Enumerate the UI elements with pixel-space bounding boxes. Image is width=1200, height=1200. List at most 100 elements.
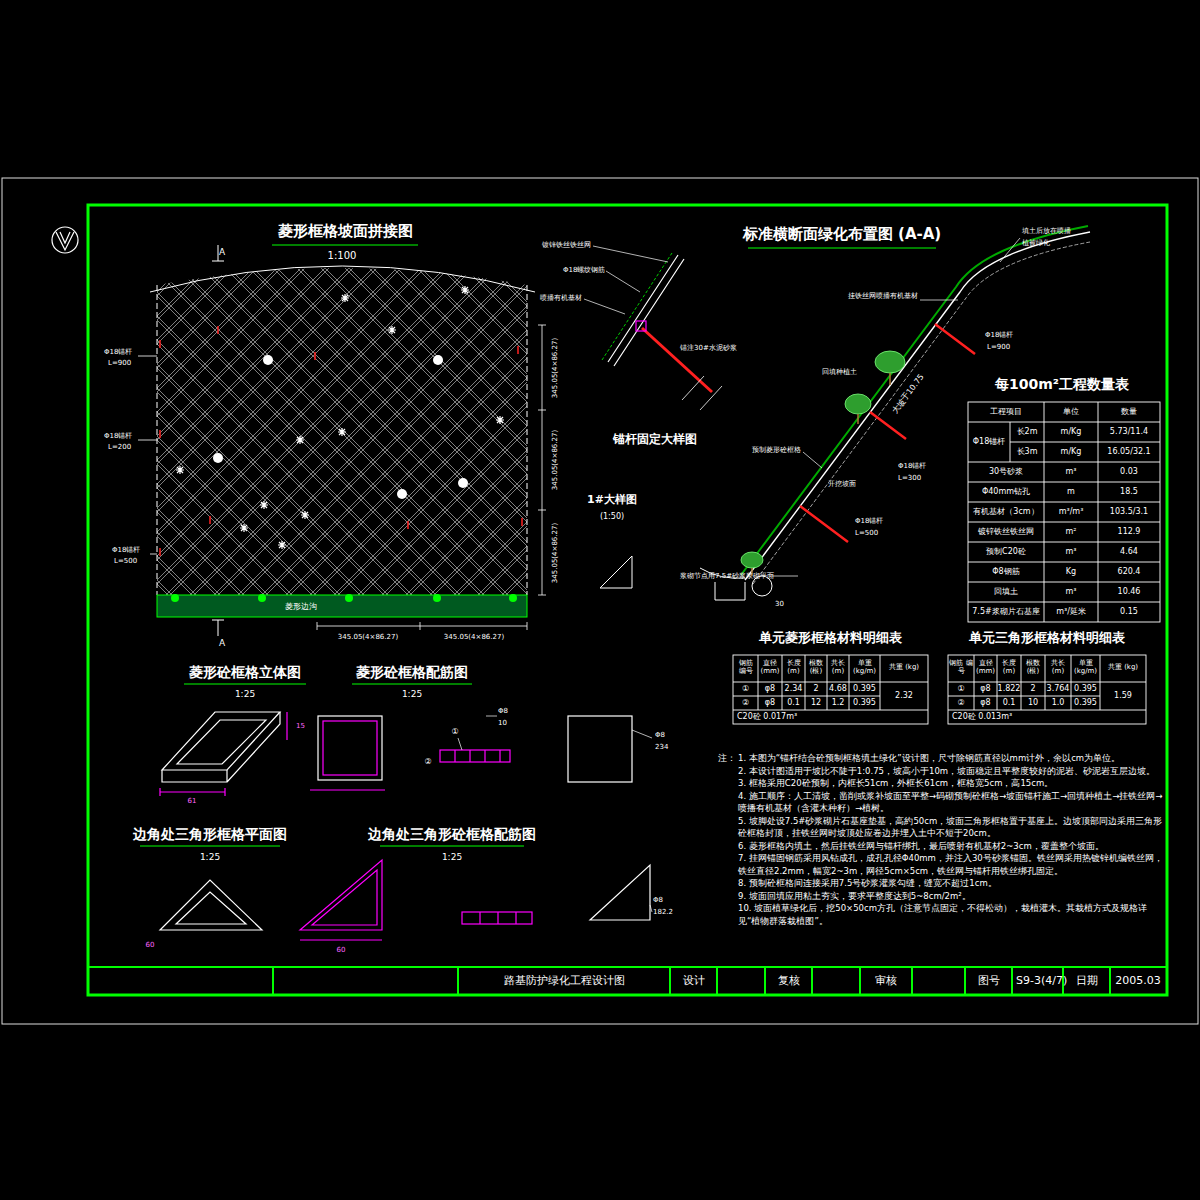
notes-heading: 注： xyxy=(718,753,736,763)
scale-label: (1:50) xyxy=(600,512,624,521)
callout-label: Φ8 xyxy=(655,731,665,739)
note-text: 2. 本设计图适用于坡比不陡于1:0.75，坡高小于10m，坡面稳定且平整度较好… xyxy=(738,765,1163,778)
callout-label: Φ18锚杆 xyxy=(104,432,132,440)
table-cell: 10 xyxy=(1028,698,1038,707)
table-cell: 预制C20砼 xyxy=(986,547,1026,556)
table-cell: 1.822 xyxy=(998,684,1021,693)
table-cell: 620.4 xyxy=(1118,567,1141,576)
callout-label: 234 xyxy=(655,743,668,751)
dimension-label: 60 xyxy=(146,941,155,949)
title-block-text: S9-3(4/7) xyxy=(1016,974,1067,987)
table-cell: 18.5 xyxy=(1120,487,1138,496)
title-block-cell: 路基防护绿化工程设计图 xyxy=(458,967,670,994)
note-text: 8. 预制砼框格间连接采用7.5号砂浆灌浆勾缝，缝宽不超过1cm。 xyxy=(738,877,1163,890)
table-cell: 112.9 xyxy=(1118,527,1141,536)
table-cell: 回填土 xyxy=(994,587,1018,596)
table-cell: φ8 xyxy=(980,684,990,693)
table-cell: 16.05/32.1 xyxy=(1107,447,1150,456)
band-label: 菱形边沟 xyxy=(285,601,317,612)
dimension-label: 30 xyxy=(775,600,784,608)
drawing-title: 标准横断面绿化布置图 (A-A) xyxy=(743,226,941,243)
callout-label: 10 xyxy=(498,719,507,727)
scale-label: 1:25 xyxy=(200,852,220,862)
table-cell: 镀锌铁丝铁丝网 xyxy=(978,527,1034,536)
callout-label: L=300 xyxy=(898,474,921,482)
table-header: 直径 (mm) xyxy=(975,660,996,675)
callout-label: L=500 xyxy=(855,529,878,537)
note-text: 1. 本图为“锚杆结合砼预制框格填土绿化”设计图，尺寸除钢筋直径以mm计外，余以… xyxy=(738,752,1163,765)
table-cell: 12 xyxy=(811,698,821,707)
callout-label: Φ8 xyxy=(653,896,663,904)
table-cell: 4.68 xyxy=(829,684,847,693)
table-header: 钢筋 编号 xyxy=(949,660,973,675)
table-cell: m/Kg xyxy=(1061,447,1082,456)
callout-label: 植被绿化 xyxy=(1022,239,1050,247)
table-cell: Kg xyxy=(1066,567,1076,576)
callout-label: L=500 xyxy=(114,557,137,565)
title-block-cell: 审核 xyxy=(860,967,912,994)
note-text: 10. 坡面植草绿化后，挖50×50cm方孔（注意节点固定，不得松动），栽植灌木… xyxy=(738,902,1163,927)
drawing-title: 1#大样图 xyxy=(587,494,637,507)
callout-label: Φ18锚杆 xyxy=(985,331,1013,339)
table-cell: 103.5/3.1 xyxy=(1110,507,1148,516)
callout-label: 挂铁丝网喷播有机基材 xyxy=(848,292,918,300)
dimension-label: 345.05(4×86.27) xyxy=(551,430,559,490)
table-header: 共长 (m) xyxy=(1046,660,1070,675)
table-cell: 0.395 xyxy=(1074,698,1097,707)
callout-label: A xyxy=(219,638,225,648)
drawing-title: 菱形砼框格配筋图 xyxy=(356,664,468,680)
table-cell: 0.15 xyxy=(1120,607,1138,616)
note-text: 5. 坡脚处设7.5#砂浆砌片石基座垫基，高約50cm，坡面三角形框格置于基座上… xyxy=(738,815,1163,840)
note-text: 7. 挂网锚固钢筋采用风钻成孔，成孔孔径Φ40mm，并注入30号砂浆锚固。铁丝网… xyxy=(738,852,1163,877)
callout-label: 182.2 xyxy=(653,908,673,916)
callout-label: 锚注30#水泥砂浆 xyxy=(680,344,737,352)
title-block-text: 复核 xyxy=(778,973,800,988)
table-cell: ① xyxy=(742,684,749,693)
table-cell: m² xyxy=(1066,527,1077,536)
ditch-band: 菱形边沟 xyxy=(157,595,527,617)
title-block-cell: 图号 xyxy=(965,967,1012,994)
dimension-label: 15 xyxy=(296,722,305,730)
table-header: 长度 (m) xyxy=(998,660,1020,675)
table-cell: 0.395 xyxy=(853,684,876,693)
table-cell: C20砼 0.017m³ xyxy=(737,712,797,721)
table-cell: Φ40mm钻孔 xyxy=(982,487,1030,496)
callout-label: Φ8 xyxy=(498,707,508,715)
scale-label: 1:100 xyxy=(328,250,357,262)
table-header: 根数 (根) xyxy=(1022,660,1044,675)
table-cell: C20砼 0.013m³ xyxy=(952,712,1012,721)
table-header: 共长 (m) xyxy=(828,660,848,675)
table-cell: 2.34 xyxy=(785,684,803,693)
drawing-title: 边角处三角形框格平面图 xyxy=(133,826,287,842)
table-cell: φ8 xyxy=(765,698,775,707)
drawing-title: 菱形砼框格立体图 xyxy=(189,664,301,680)
table-cell: ① xyxy=(957,684,964,693)
dimension-label: 345.05(4×86.27) xyxy=(444,633,504,641)
callout-label: 回填种植土 xyxy=(822,368,857,376)
drawing-title: 每100m²工程数量表 xyxy=(995,376,1129,392)
note-text: 9. 坡面回填应用粘土夯实，要求平整度达到5~8cm/2m²。 xyxy=(738,890,1163,903)
note-text: 4. 施工顺序：人工清坡，凿削或浆补坡面至平整→码砌预制砼框格→坡面锚杆施工→回… xyxy=(738,790,1163,815)
callout-label: 填土后放在喷播 xyxy=(1022,227,1071,235)
table-header: 单重 (kg/m) xyxy=(850,660,879,675)
note-text: 3. 框格采用C20砼预制，内框长51cm，外框长61cm，框格宽5cm，高15… xyxy=(738,777,1163,790)
table-cell: φ8 xyxy=(980,698,990,707)
table-cell: 有机基材（3cm） xyxy=(973,507,1038,516)
drawing-title: 单元菱形框格材料明细表 xyxy=(759,631,902,646)
title-block-text: 日期 xyxy=(1076,973,1098,988)
table-cell: 数量 xyxy=(1121,407,1137,416)
note-text: 6. 菱形框格内填土，然后挂铁丝网与锚杆绑扎，最后喷射有机基材2~3cm，覆盖整… xyxy=(738,840,1163,853)
title-block-text: 图号 xyxy=(978,973,1000,988)
callout-label: L=900 xyxy=(987,343,1010,351)
dimension-label: 345.05(4×86.27) xyxy=(551,338,559,398)
table-cell: m³/m³ xyxy=(1059,507,1084,516)
table-cell: 0.1 xyxy=(787,698,800,707)
table-header: 共重 (kg) xyxy=(1101,664,1145,672)
table-cell: m xyxy=(1067,487,1075,496)
table-cell: 10.46 xyxy=(1118,587,1141,596)
table-cell: 0.395 xyxy=(853,698,876,707)
callout-label: ① xyxy=(451,727,458,736)
table-cell: 0.1 xyxy=(1003,698,1016,707)
callout-label: 预制菱形砼框格 xyxy=(752,446,801,454)
